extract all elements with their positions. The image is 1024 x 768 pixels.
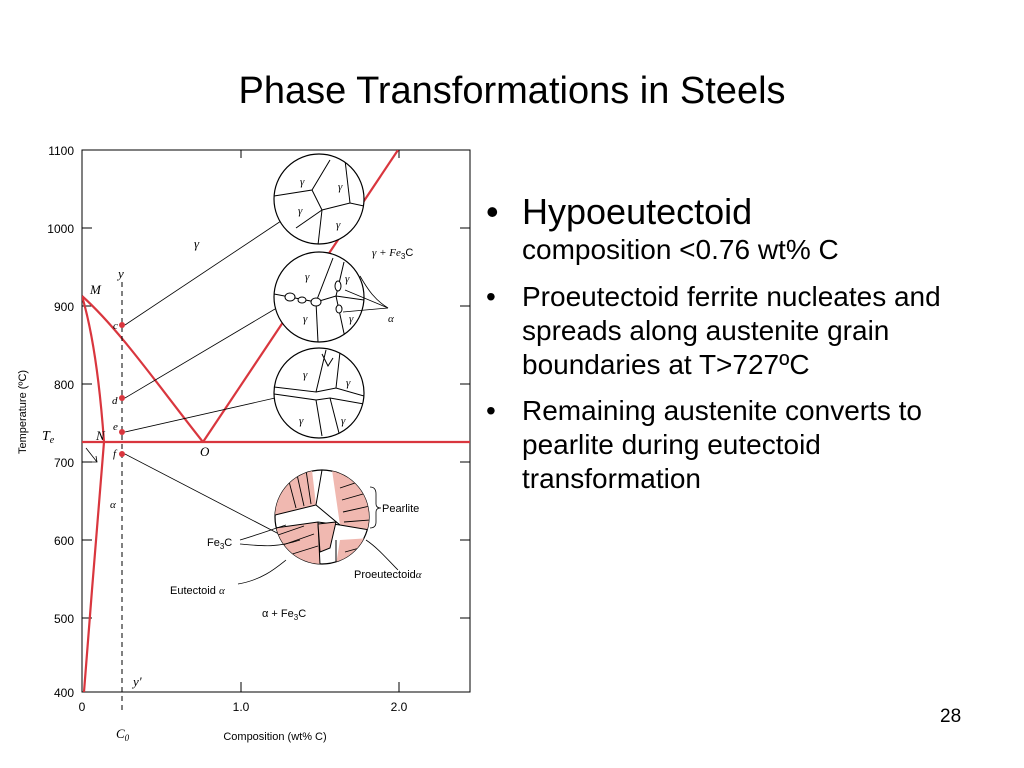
svg-text:γ: γ (303, 369, 308, 381)
x-tick-1: 1.0 (233, 700, 250, 714)
svg-text:γ: γ (341, 415, 346, 427)
label-e: e (113, 421, 118, 433)
x-tick-labels: 0 1.0 2.0 (79, 700, 408, 714)
label-y-top: y (116, 266, 124, 281)
y-tick-1000: 1000 (47, 222, 74, 236)
svg-text:γ: γ (305, 271, 310, 283)
label-Te: Te (42, 429, 55, 446)
label-alpha-fe3c: α + Fe3C (262, 608, 306, 622)
alpha-boundary-lower (82, 441, 106, 692)
label-M: M (89, 282, 102, 297)
phase-boundaries (82, 150, 470, 692)
bullet-hypoeutectoid-sub: composition <0.76 wt% C (522, 234, 839, 265)
bullet-dot: • (486, 281, 496, 312)
y-tick-800: 800 (54, 378, 74, 392)
alpha-boundary-upper (82, 295, 106, 443)
y-tick-600: 600 (54, 534, 74, 548)
svg-text:γ: γ (298, 205, 303, 217)
x-tick-2: 2.0 (391, 700, 408, 714)
label-O: O (200, 444, 210, 459)
bullet-hypoeutectoid: • Hypoeutectoid composition <0.76 wt% C (482, 192, 1002, 268)
bullet-list: • Hypoeutectoid composition <0.76 wt% C … (482, 192, 1002, 508)
label-N: N (95, 428, 106, 443)
label-alpha-pointer: α (388, 313, 394, 325)
point-c (119, 322, 125, 328)
bullet-proeutectoid: • Proeutectoid ferrite nucleates and spr… (482, 280, 1002, 382)
x-tick-0: 0 (79, 700, 86, 714)
label-y-bottom: y' (131, 674, 142, 689)
svg-text:γ: γ (346, 377, 351, 389)
composition-points (119, 322, 125, 457)
x-axis-label: Composition (wt% C) (223, 731, 326, 743)
plot-frame (81, 149, 471, 693)
a3-line (82, 295, 204, 443)
point-f (119, 451, 125, 457)
svg-text:γ: γ (336, 219, 341, 231)
bullet-dot: • (486, 395, 496, 426)
y-tick-400: 400 (54, 686, 74, 700)
alpha-pointer-lines (342, 275, 389, 313)
y-tick-900: 900 (54, 300, 74, 314)
bullet-remaining-text: Remaining austenite converts to pearlite… (522, 395, 922, 494)
pearlite-bracket (369, 486, 382, 529)
point-d (119, 395, 125, 401)
y-tick-500: 500 (54, 612, 74, 626)
bullet-dot: • (486, 191, 499, 232)
microstructure-pearlite (274, 469, 370, 565)
slide-title: Phase Transformations in Steels (238, 70, 786, 112)
alpha-arrow (85, 447, 98, 463)
bullet-remaining: • Remaining austenite converts to pearli… (482, 394, 1002, 496)
label-proeutectoid: Proeutectoidα (354, 569, 422, 581)
label-d: d (112, 395, 118, 407)
bullet-hypoeutectoid-title: Hypoeutectoid (522, 191, 753, 232)
svg-text:γ: γ (349, 313, 354, 325)
y-axis-ticks (82, 149, 470, 692)
y-tick-700: 700 (54, 456, 74, 470)
svg-text:γ: γ (345, 273, 350, 285)
label-f: f (113, 448, 118, 460)
svg-text:γ: γ (338, 181, 343, 193)
microstructure-nucleation: γ γ γ γ (273, 251, 365, 343)
microstructure-ferrite-growth: γ γ γ γ (273, 347, 365, 439)
label-gamma-fe3c: γ + Fe3C (372, 247, 413, 261)
point-e (119, 429, 125, 435)
svg-text:γ: γ (300, 176, 305, 188)
label-alpha-region: α (110, 499, 116, 511)
label-fe3c: Fe3C (207, 537, 232, 551)
microstructure-austenite: γ γ γ γ (273, 153, 365, 245)
y-tick-labels: 1100 1000 900 800 700 600 500 400 (47, 144, 74, 700)
leader-lines (124, 220, 282, 535)
svg-text:γ: γ (299, 415, 304, 427)
y-tick-1100: 1100 (48, 144, 74, 158)
label-eutectoid: Eutectoid α (170, 585, 225, 597)
label-c: c (113, 320, 118, 332)
label-gamma-region: γ (194, 236, 200, 251)
annotation-arrows (237, 524, 399, 585)
svg-text:γ: γ (303, 313, 308, 325)
y-axis-label: Temperature (ºC) (17, 370, 29, 454)
bullet-proeutectoid-text: Proeutectoid ferrite nucleates and sprea… (522, 281, 941, 380)
label-C0: C0 (116, 726, 130, 743)
page-number: 28 (940, 706, 962, 727)
label-pearlite: Pearlite (382, 503, 419, 515)
phase-diagram: 1100 1000 900 800 700 600 500 400 0 1.0 … (17, 144, 471, 743)
diagram-labels: M N O y y' c d e f Te C0 γ α γ + Fe3C α … (42, 236, 422, 743)
